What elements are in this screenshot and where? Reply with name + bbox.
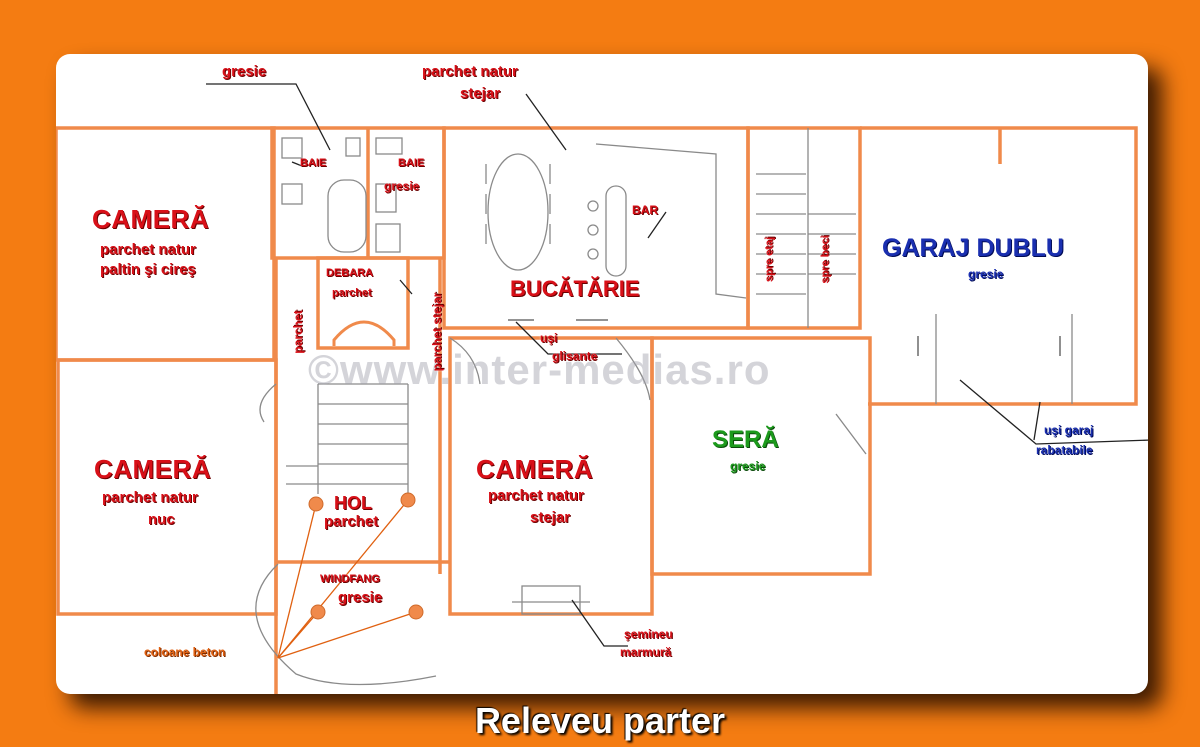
stairs-up (756, 128, 856, 328)
bucatarie-label: BUCĂTĂRIE (510, 276, 640, 301)
usi-garaj-line1: uşi garaj (1044, 423, 1094, 437)
baie-1-label: BAIE (300, 157, 327, 169)
coloane-beton-note: coloane beton (144, 645, 226, 659)
parchet-stejar-note-line2: stejar (460, 85, 501, 102)
column-4 (408, 604, 424, 620)
hol-label: HOL (334, 493, 372, 513)
wall-baths (270, 126, 446, 260)
bar-label: BAR (632, 203, 658, 217)
column-2 (400, 492, 416, 508)
semineu-line2: marmură (620, 645, 672, 659)
wall-garage (860, 126, 1138, 406)
usi-garaj-line2: rabatabile (1036, 443, 1093, 457)
plan-title: Releveu parter (474, 700, 726, 741)
semineu-line1: şemineu (624, 627, 673, 641)
usi-glisante-line2: glisante (552, 349, 598, 363)
bar-counter (605, 185, 627, 277)
bathtub (327, 179, 367, 253)
spre-beci-note: spre beci (819, 235, 832, 284)
camera-center-title: CAMERĂ (476, 454, 594, 484)
column-1 (308, 496, 324, 512)
fireplace (521, 585, 581, 615)
wall-debara (316, 256, 410, 350)
gresie-note: gresie (222, 63, 267, 80)
parchet-stejar-vertical-note: parchet stejar (430, 292, 444, 372)
camera-center-line2: stejar (530, 509, 571, 526)
debara-label: DEBARA (326, 267, 374, 279)
floor-plan-sheet: ©www.inter-medias.ro CAMERĂ parchet natu… (56, 54, 1148, 694)
sera-label: SERĂ (712, 426, 779, 453)
wall-camera-sw (56, 358, 278, 616)
camera-nw-line1: parchet natur (100, 241, 196, 258)
wall-stairs (746, 126, 862, 330)
parchet-vertical-note: parchet (291, 310, 305, 354)
walls (56, 126, 1138, 694)
camera-sw-title: CAMERĂ (94, 454, 212, 484)
windfang-label: WINDFANG (320, 573, 380, 585)
sera-floor: gresie (730, 459, 766, 473)
baie-2-label: BAIE (398, 157, 425, 169)
leader-lines (206, 83, 1148, 647)
glisante-arrows (508, 319, 1061, 356)
garaj-floor: gresie (968, 267, 1004, 281)
fixtures (255, 128, 1073, 686)
camera-nw-title: CAMERĂ (92, 204, 210, 234)
camera-sw-line2: nuc (148, 511, 175, 528)
baie-2-floor: gresie (384, 179, 420, 193)
hol-floor: parchet (324, 513, 379, 530)
columns-callout (277, 499, 417, 659)
camera-nw-line2: paltin şi cireş (100, 261, 196, 278)
garaj-label: GARAJ DUBLU (882, 234, 1064, 262)
camera-sw-line1: parchet natur (102, 489, 198, 506)
spre-etaj-note: spre etaj (763, 236, 776, 283)
concrete-columns (308, 492, 424, 620)
column-3 (310, 604, 326, 620)
dining-table (487, 153, 549, 271)
camera-center-line1: parchet natur (488, 487, 584, 504)
parchet-stejar-note-line1: parchet natur (422, 63, 518, 80)
debara-floor: parchet (332, 287, 372, 299)
floor-plan-drawing (56, 83, 1148, 694)
wall-sera (650, 336, 872, 576)
watermark: ©www.inter-medias.ro (308, 346, 771, 393)
windfang-floor: gresie (338, 589, 383, 606)
usi-glisante-line1: uşi (540, 331, 558, 345)
stairs-hall (286, 383, 409, 494)
